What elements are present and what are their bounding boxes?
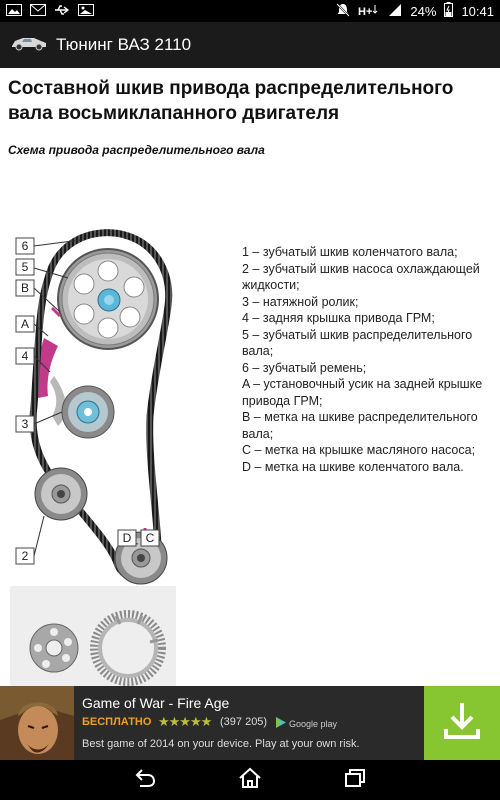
article-content[interactable]: Составной шкив привода распределительног… xyxy=(0,68,500,686)
usb-notification-icon xyxy=(54,4,70,19)
diagram-label: C xyxy=(146,531,155,545)
timing-belt-diagram: 6 5 B A 4 3 2 D C 1 xyxy=(15,229,173,585)
diagram-label: 4 xyxy=(22,349,29,363)
toothed-ring-photo xyxy=(90,610,166,686)
diagram-label: 2 xyxy=(22,549,29,563)
diagram-label: 5 xyxy=(22,260,29,274)
image-notification-icon xyxy=(78,3,94,19)
google-play-badge: Google play xyxy=(276,715,337,733)
article-title: Составной шкив привода распределительног… xyxy=(8,78,454,124)
legend-item: B – метка на шкиве распределительного ва… xyxy=(242,410,478,441)
pulley-parts-photo xyxy=(10,586,176,686)
ad-description: Best game of 2014 on your device. Play a… xyxy=(82,738,360,750)
tensioner-roller xyxy=(61,385,115,439)
svg-text:H+: H+ xyxy=(358,6,372,17)
app-bar: Тюнинг ВАЗ 2110 xyxy=(0,22,500,68)
legend-item: 5 – зубчатый шкив распределительного вал… xyxy=(242,327,473,359)
back-icon xyxy=(134,768,156,793)
recent-apps-button[interactable] xyxy=(325,760,385,800)
battery-percent: 24% xyxy=(410,3,437,19)
mute-icon xyxy=(336,2,351,20)
clock: 10:41 xyxy=(461,3,494,19)
diagram-label: 3 xyxy=(22,417,29,431)
legend-item: A – установочный усик на задней крышке п… xyxy=(242,377,483,408)
rear-cover-part xyxy=(36,338,58,398)
diagram-label: B xyxy=(21,281,29,295)
status-bar: H+ 24% 10:41 xyxy=(0,0,500,22)
signal-icon xyxy=(388,3,402,20)
article-subtitle: Схема привода распределительного вала xyxy=(8,143,265,157)
download-icon xyxy=(440,699,484,748)
home-button[interactable] xyxy=(220,760,280,800)
game-thumbnail[interactable] xyxy=(0,686,74,760)
legend-item: 6 – зубчатый ремень; xyxy=(242,360,367,375)
battery-charging-icon xyxy=(444,2,454,20)
diagram-label: 6 xyxy=(22,239,29,253)
diagram-label: A xyxy=(21,317,29,331)
google-play-label: Google play xyxy=(289,719,338,729)
google-play-icon xyxy=(276,715,286,733)
mail-notification-icon xyxy=(30,3,46,19)
diagram-label: D xyxy=(123,531,132,545)
pump-pulley xyxy=(34,467,88,521)
back-button[interactable] xyxy=(115,760,175,800)
home-icon xyxy=(238,767,262,794)
recent-apps-icon xyxy=(344,768,366,793)
legend-item: 4 – задняя крышка привода ГРМ; xyxy=(242,311,435,325)
car-app-icon[interactable] xyxy=(10,35,48,56)
rating-stars: ★★★★★ xyxy=(158,714,212,729)
legend-item: 3 – натяжной ролик; xyxy=(242,294,359,309)
legend-item: 1 – зубчатый шкив коленчатого вала; xyxy=(242,245,458,259)
ad-title[interactable]: Game of War - Fire Age xyxy=(82,695,230,711)
navigation-bar xyxy=(0,760,500,800)
app-title: Тюнинг ВАЗ 2110 xyxy=(56,35,192,54)
legend-item: 2 – зубчатый шкив насоса охлаждающей жид… xyxy=(242,261,480,293)
camshaft-pulley xyxy=(57,248,159,350)
legend-item: C – метка на крышке масляного насоса; xyxy=(242,443,476,457)
hplus-network-icon: H+ xyxy=(358,3,380,20)
photo-notification-icon xyxy=(6,3,22,19)
download-button[interactable] xyxy=(424,686,500,760)
system-status: H+ 24% 10:41 xyxy=(336,2,494,20)
ad-banner[interactable]: Game of War - Fire Age БЕСПЛАТНО ★★★★★ (… xyxy=(0,686,500,760)
pulley-hub-photo xyxy=(29,623,79,673)
review-count: (397 205) xyxy=(220,716,268,728)
ad-price: БЕСПЛАТНО xyxy=(82,716,152,728)
notification-icons xyxy=(6,3,94,19)
legend-item: D – метка на шкиве коленчатого вала. xyxy=(242,459,464,474)
diagram-legend: 1 – зубчатый шкив коленчатого вала; 2 – … xyxy=(242,244,492,475)
